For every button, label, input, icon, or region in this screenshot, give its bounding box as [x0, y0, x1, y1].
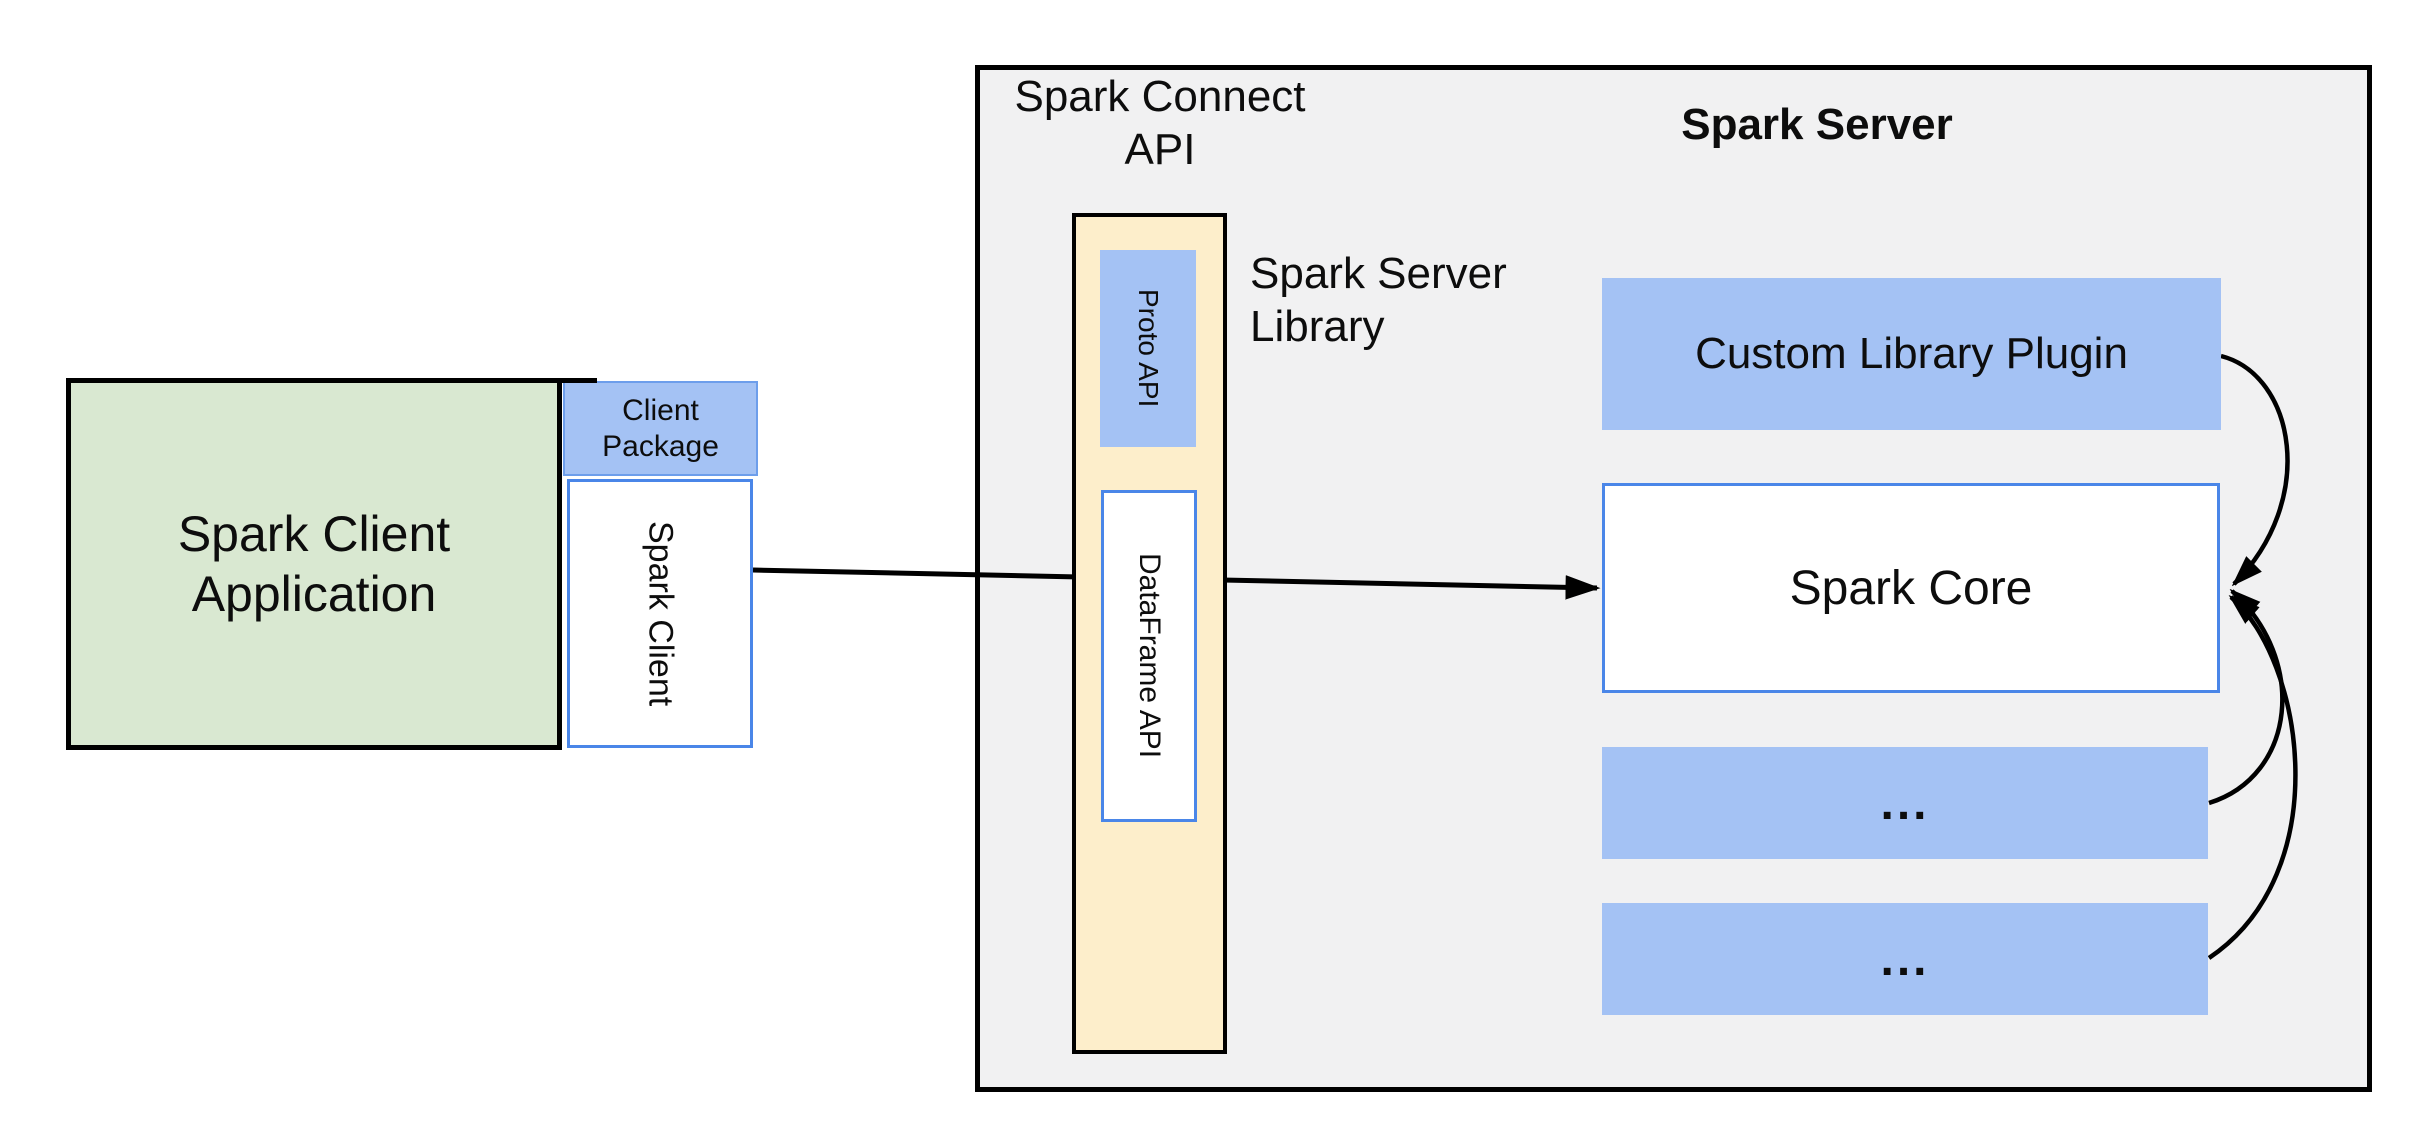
spark-core-box: Spark Core — [1602, 483, 2220, 693]
spark-connect-api-title-line1: Spark Connect — [1014, 72, 1306, 121]
dataframe-api-box: DataFrame API — [1101, 490, 1197, 822]
plugin-slot-2-box: ... — [1602, 903, 2208, 1015]
spark-server-library-label: Spark Server Library — [1250, 247, 1670, 353]
spark-server-library-label-line1: Spark Server — [1250, 249, 1507, 298]
plugin-slot-1-box: ... — [1602, 747, 2208, 859]
spark-client-application-box: Spark Client Application — [66, 378, 562, 750]
spark-client-label: Spark Client — [641, 520, 680, 707]
spark-client-application-label-line2: Application — [191, 566, 437, 622]
client-package-box: Client Package — [563, 381, 758, 476]
dataframe-api-label: DataFrame API — [1133, 553, 1166, 759]
spark-client-application-label-line1: Spark Client — [177, 506, 451, 562]
client-package-label-line1: Client — [622, 393, 699, 427]
spark-client-box: Spark Client — [567, 479, 753, 748]
proto-api-box: Proto API — [1100, 250, 1196, 447]
spark-core-label: Spark Core — [1789, 561, 2033, 615]
custom-library-plugin-box: Custom Library Plugin — [1602, 278, 2221, 430]
spark-server-title: Spark Server — [1681, 100, 1953, 149]
spark-connect-api-title-line2: API — [1124, 125, 1196, 174]
spark-connect-api-title: Spark Connect API — [960, 70, 1360, 176]
plugin-slot-1-label: ... — [1880, 776, 1930, 830]
green-box-border-stub — [562, 378, 597, 383]
proto-api-label: Proto API — [1133, 289, 1164, 408]
plugin-slot-2-label: ... — [1880, 932, 1930, 986]
custom-library-plugin-label: Custom Library Plugin — [1695, 329, 2128, 378]
spark-server-library-label-line2: Library — [1250, 302, 1385, 351]
client-package-label-line2: Package — [602, 429, 719, 463]
